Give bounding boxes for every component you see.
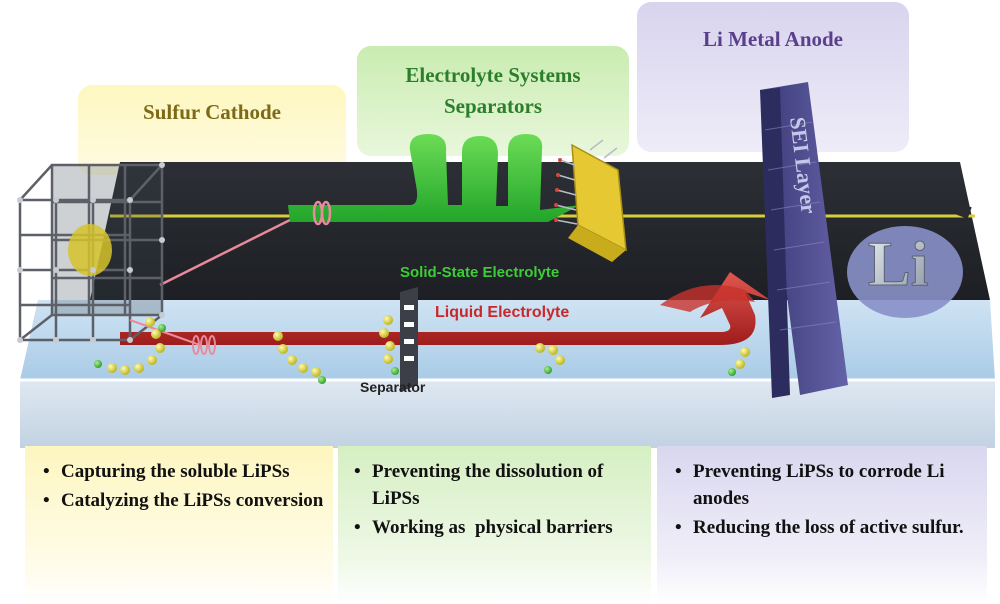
anode-bullet-1: Preventing LiPSs to corrode Li anodes [669,458,981,512]
sulfur-particle [68,224,112,276]
cathode-title: Sulfur Cathode [143,100,281,124]
electrolyte-bullet-list: Preventing the dissolution of LiPSs Work… [348,458,646,543]
anode-bullet-list: Preventing LiPSs to corrode Li anodes Re… [669,458,981,543]
electrolyte-bullet-2: Working as physical barriers [348,514,646,541]
anode-title: Li Metal Anode [703,27,843,51]
electrolyte-title-line2: Separators [444,94,542,118]
cathode-bullet-panel: Capturing the soluble LiPSs Catalyzing t… [25,446,333,604]
lipss-shuttle-arrow [120,272,770,345]
lipss-chains [94,315,750,384]
separator-label: Separator [360,379,426,395]
electrolyte-bullet-panel: Preventing the dissolution of LiPSs Work… [338,446,651,604]
cathode-bullet-list: Capturing the soluble LiPSs Catalyzing t… [37,458,327,516]
solid-state-electrolyte-label: Solid-State Electrolyte [400,264,559,281]
li-anode-disk [847,226,963,318]
sei-layer-wall [760,82,848,398]
anode-bullet-panel: Preventing LiPSs to corrode Li anodes Re… [657,446,987,604]
li-label: Li [868,228,928,299]
electrolyte-title-line1: Electrolyte Systems [405,63,581,87]
liquid-electrolyte-label: Liquid Electrolyte [435,304,569,321]
electrolyte-bullet-1: Preventing the dissolution of LiPSs [348,458,646,512]
cell-front-face [20,380,995,448]
electrolyte-ribbon [288,134,580,222]
anode-bullet-2: Reducing the loss of active sulfur. [669,514,981,541]
cathode-bullet-2: Catalyzing the LiPSs conversion [37,487,327,514]
battery-scene: Solid-State Electrolyte Liquid Electroly… [17,82,995,448]
electrolyte-header-panel [357,46,629,156]
electrolyte-title: Electrolyte Systems Separators [357,60,629,122]
cathode-header-panel [78,85,346,175]
cathode-bullet-1: Capturing the soluble LiPSs [37,458,327,485]
